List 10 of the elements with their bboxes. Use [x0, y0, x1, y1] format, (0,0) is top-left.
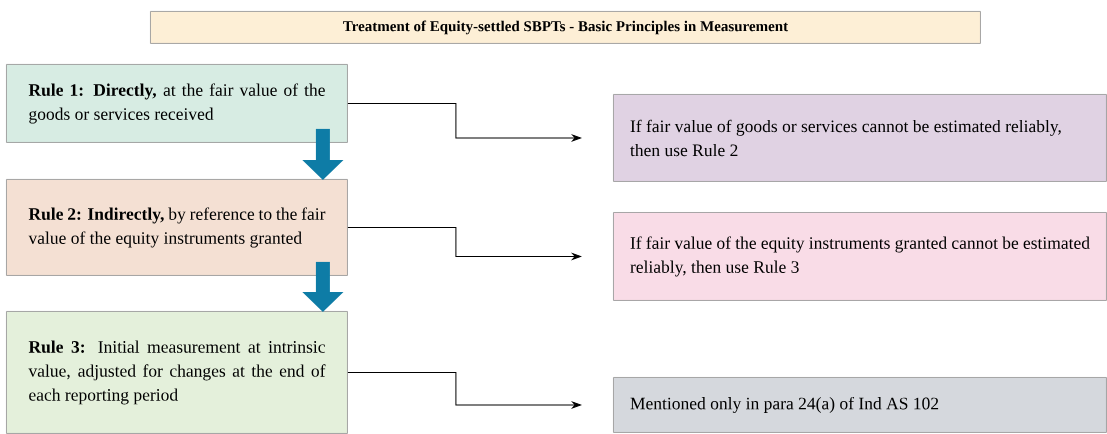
text-box: Rule 2: Indirectly, by reference to the fair value of the equity instruments granted: [6, 179, 348, 276]
text-box: Rule 1: Directly, at the fair value of the goods or services received: [6, 64, 348, 143]
title-box: Treatment of Equity-settled SBPTs - Basic Principles in Measurement: [150, 11, 981, 44]
text-box: Rule 3: Initial measurement at intrinsic value, adjusted for changes at the end of each reporting period: [6, 311, 348, 434]
text-box: If fair value of the equity instruments granted cannot be estimated reliably, then use Rule 3: [613, 212, 1107, 301]
elbow-arrow: [347, 371, 582, 409]
elbow-arrow: [347, 226, 582, 260]
text-box: Mentioned only in para 24(a) of Ind AS 102: [613, 377, 1107, 433]
elbow-arrow: [347, 102, 582, 142]
text-box: If fair value of goods or services cannot be estimated reliably, then use Rule 2: [613, 94, 1107, 182]
